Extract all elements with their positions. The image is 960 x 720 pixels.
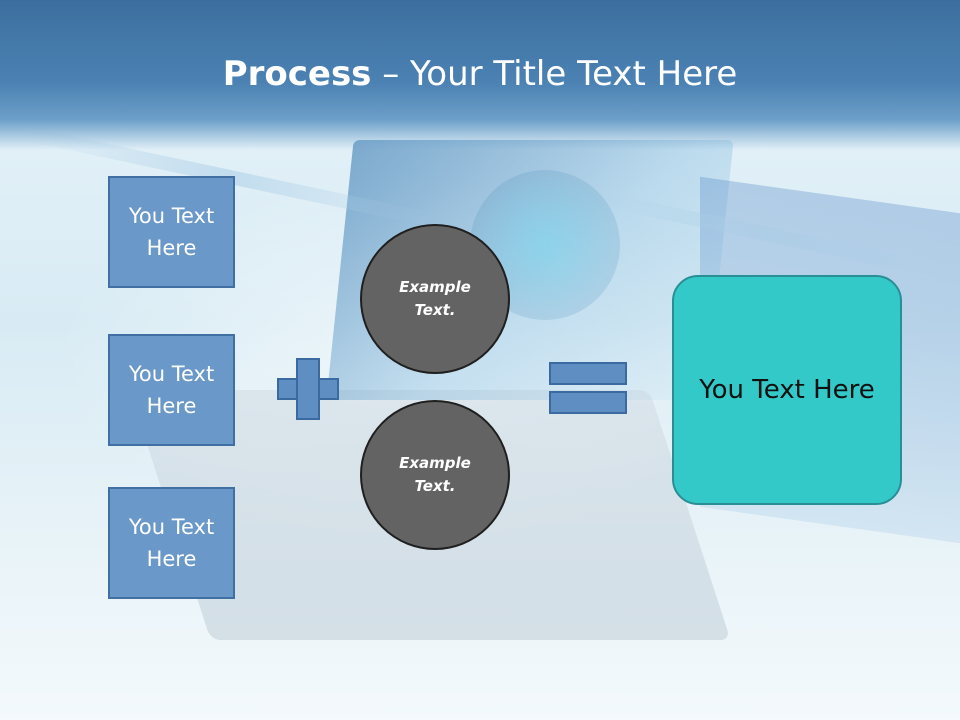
plus-vertical-bar [296, 358, 320, 420]
example-circle-2[interactable]: Example Text. [360, 400, 510, 550]
result-box[interactable]: You Text Here [672, 275, 902, 505]
text-box-label: You Text Here [128, 515, 215, 571]
title-rest: – Your Title Text Here [371, 54, 738, 94]
result-label: You Text Here [699, 375, 875, 405]
equals-bottom-bar [549, 391, 627, 414]
circle-label: Example Text. [399, 278, 471, 319]
text-box-2[interactable]: You Text Here [108, 334, 235, 446]
title-band [0, 0, 960, 150]
title-bold: Process [222, 54, 372, 94]
slide-title[interactable]: Process – Your Title Text Here [0, 52, 960, 96]
circle-label: Example Text. [399, 454, 471, 495]
example-circle-1[interactable]: Example Text. [360, 224, 510, 374]
text-box-label: You Text Here [128, 362, 215, 418]
text-box-1[interactable]: You Text Here [108, 176, 235, 288]
equals-top-bar [549, 362, 627, 385]
text-box-3[interactable]: You Text Here [108, 487, 235, 599]
text-box-label: You Text Here [128, 204, 215, 260]
